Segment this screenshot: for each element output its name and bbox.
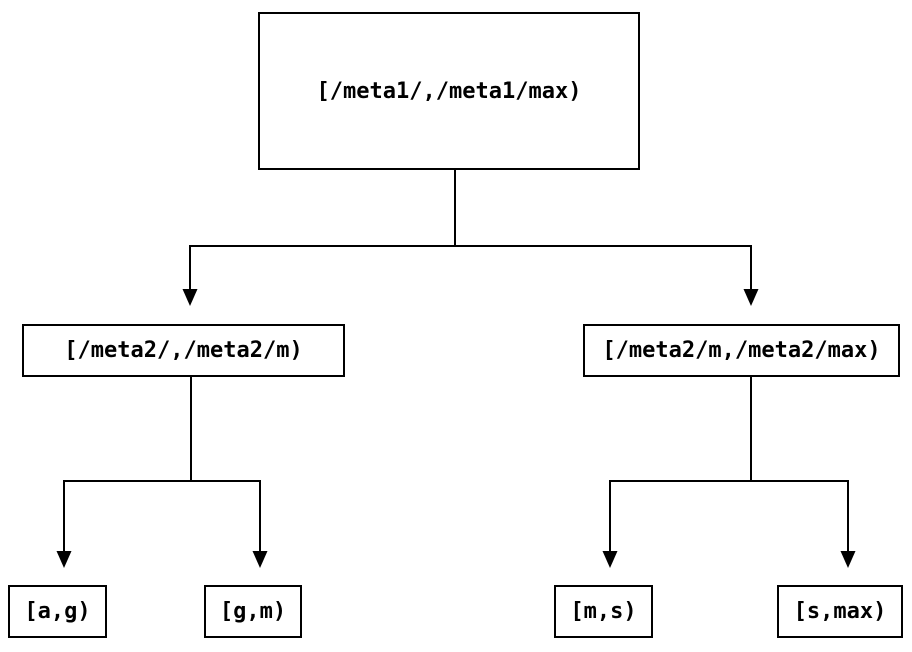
tree-leaf-g-m: [g,m)	[204, 585, 302, 638]
tree-node-root-label: [/meta1/,/meta1/max)	[316, 78, 582, 104]
arrowhead-down-icon	[743, 289, 759, 306]
tree-node-meta2-high: [/meta2/m,/meta2/max)	[583, 324, 900, 377]
tree-node-root: [/meta1/,/meta1/max)	[258, 12, 640, 170]
tree-node-meta2-low: [/meta2/,/meta2/m)	[22, 324, 345, 377]
arrowhead-down-icon	[56, 551, 72, 568]
arrowhead-down-icon	[602, 551, 618, 568]
tree-leaf-m-s: [m,s)	[554, 585, 653, 638]
tree-leaf-a-g: [a,g)	[8, 585, 107, 638]
arrowhead-down-icon	[182, 289, 198, 306]
tree-leaf-g-m-label: [g,m)	[219, 599, 287, 624]
tree-leaf-s-max-label: [s,max)	[793, 599, 887, 624]
tree-leaf-s-max: [s,max)	[777, 585, 903, 638]
arrowhead-down-icon	[252, 551, 268, 568]
arrowhead-down-icon	[840, 551, 856, 568]
tree-node-meta2-low-label: [/meta2/,/meta2/m)	[64, 338, 303, 363]
tree-node-meta2-high-label: [/meta2/m,/meta2/max)	[602, 338, 881, 363]
tree-leaf-a-g-label: [a,g)	[24, 599, 91, 624]
tree-leaf-m-s-label: [m,s)	[570, 599, 637, 624]
